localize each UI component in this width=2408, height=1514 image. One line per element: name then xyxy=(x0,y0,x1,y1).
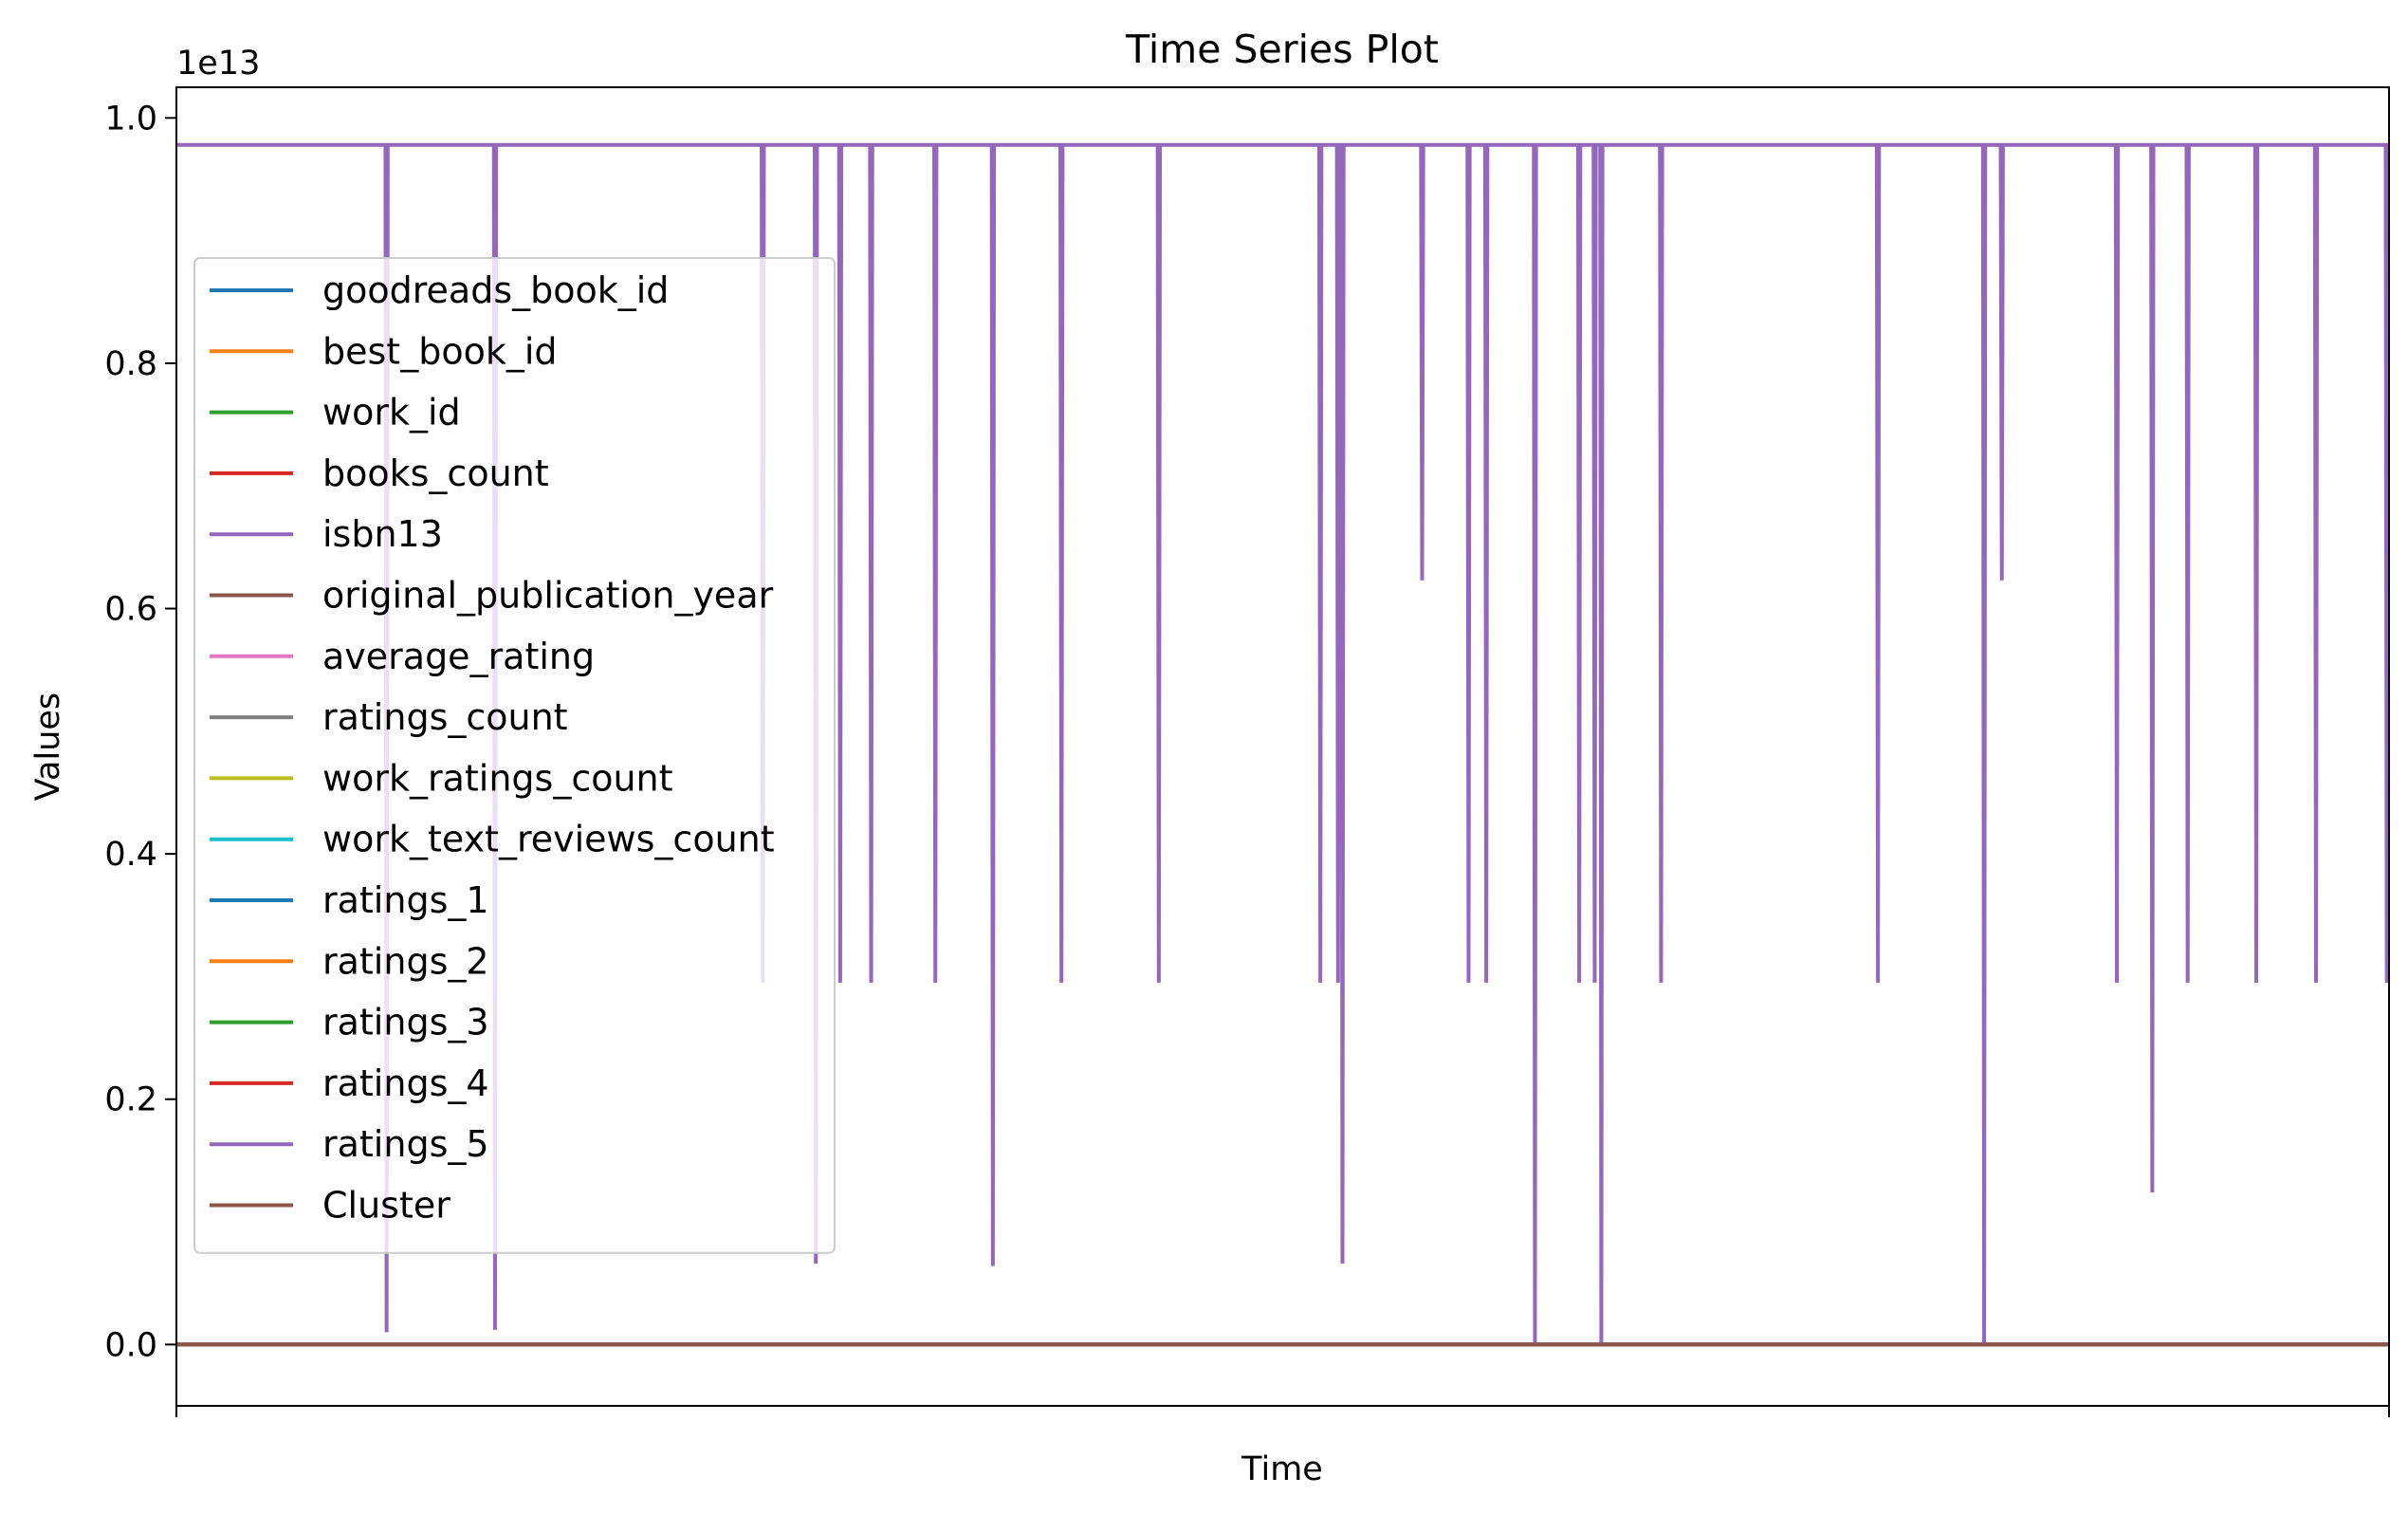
legend-label: work_text_reviews_count xyxy=(322,819,775,860)
legend: goodreads_book_id best_book_id work_idbook… xyxy=(193,257,836,1254)
chart-title: Time Series Plot xyxy=(1125,27,1439,72)
y-tick-label: 0.2 xyxy=(104,1081,157,1119)
legend-label: ratings_5 xyxy=(322,1123,489,1165)
legend-label: ratings_2 xyxy=(322,940,489,982)
legend-label: ratings_4 xyxy=(322,1062,489,1104)
legend-label: average_rating xyxy=(322,636,595,677)
x-axis-label: Time xyxy=(1241,1450,1323,1488)
plot-marks xyxy=(176,142,2390,1347)
y-offset-label: 1e13 xyxy=(176,45,260,83)
y-tick-label: 0.6 xyxy=(104,591,157,629)
y-tick-label: 0.4 xyxy=(104,836,157,874)
y-tick-label: 0.8 xyxy=(104,345,157,383)
legend-label: ratings_3 xyxy=(322,1002,489,1043)
legend-label: books_count xyxy=(322,452,549,494)
y-tick-label: 1.0 xyxy=(104,100,157,138)
legend-label: Cluster xyxy=(322,1185,450,1227)
legend-label: isbn13 xyxy=(322,513,443,555)
y-axis: 0.0 0.2 0.4 0.6 0.8 1.0 xyxy=(104,100,176,1364)
y-axis-label: Values xyxy=(29,692,67,801)
legend-label: best_book_id xyxy=(322,330,558,372)
legend-label: work_id xyxy=(322,392,461,434)
legend-label: work_ratings_count xyxy=(322,757,673,799)
legend-label: original_publication_year xyxy=(322,575,774,617)
plot-frame xyxy=(175,86,2390,1407)
x-axis xyxy=(175,1406,2390,1417)
legend-label: ratings_count xyxy=(322,696,568,738)
legend-label: ratings_1 xyxy=(322,879,489,921)
legend-box xyxy=(193,257,836,1254)
legend-label: goodreads_book_id xyxy=(322,269,669,311)
y-tick-label: 0.0 xyxy=(104,1326,157,1364)
